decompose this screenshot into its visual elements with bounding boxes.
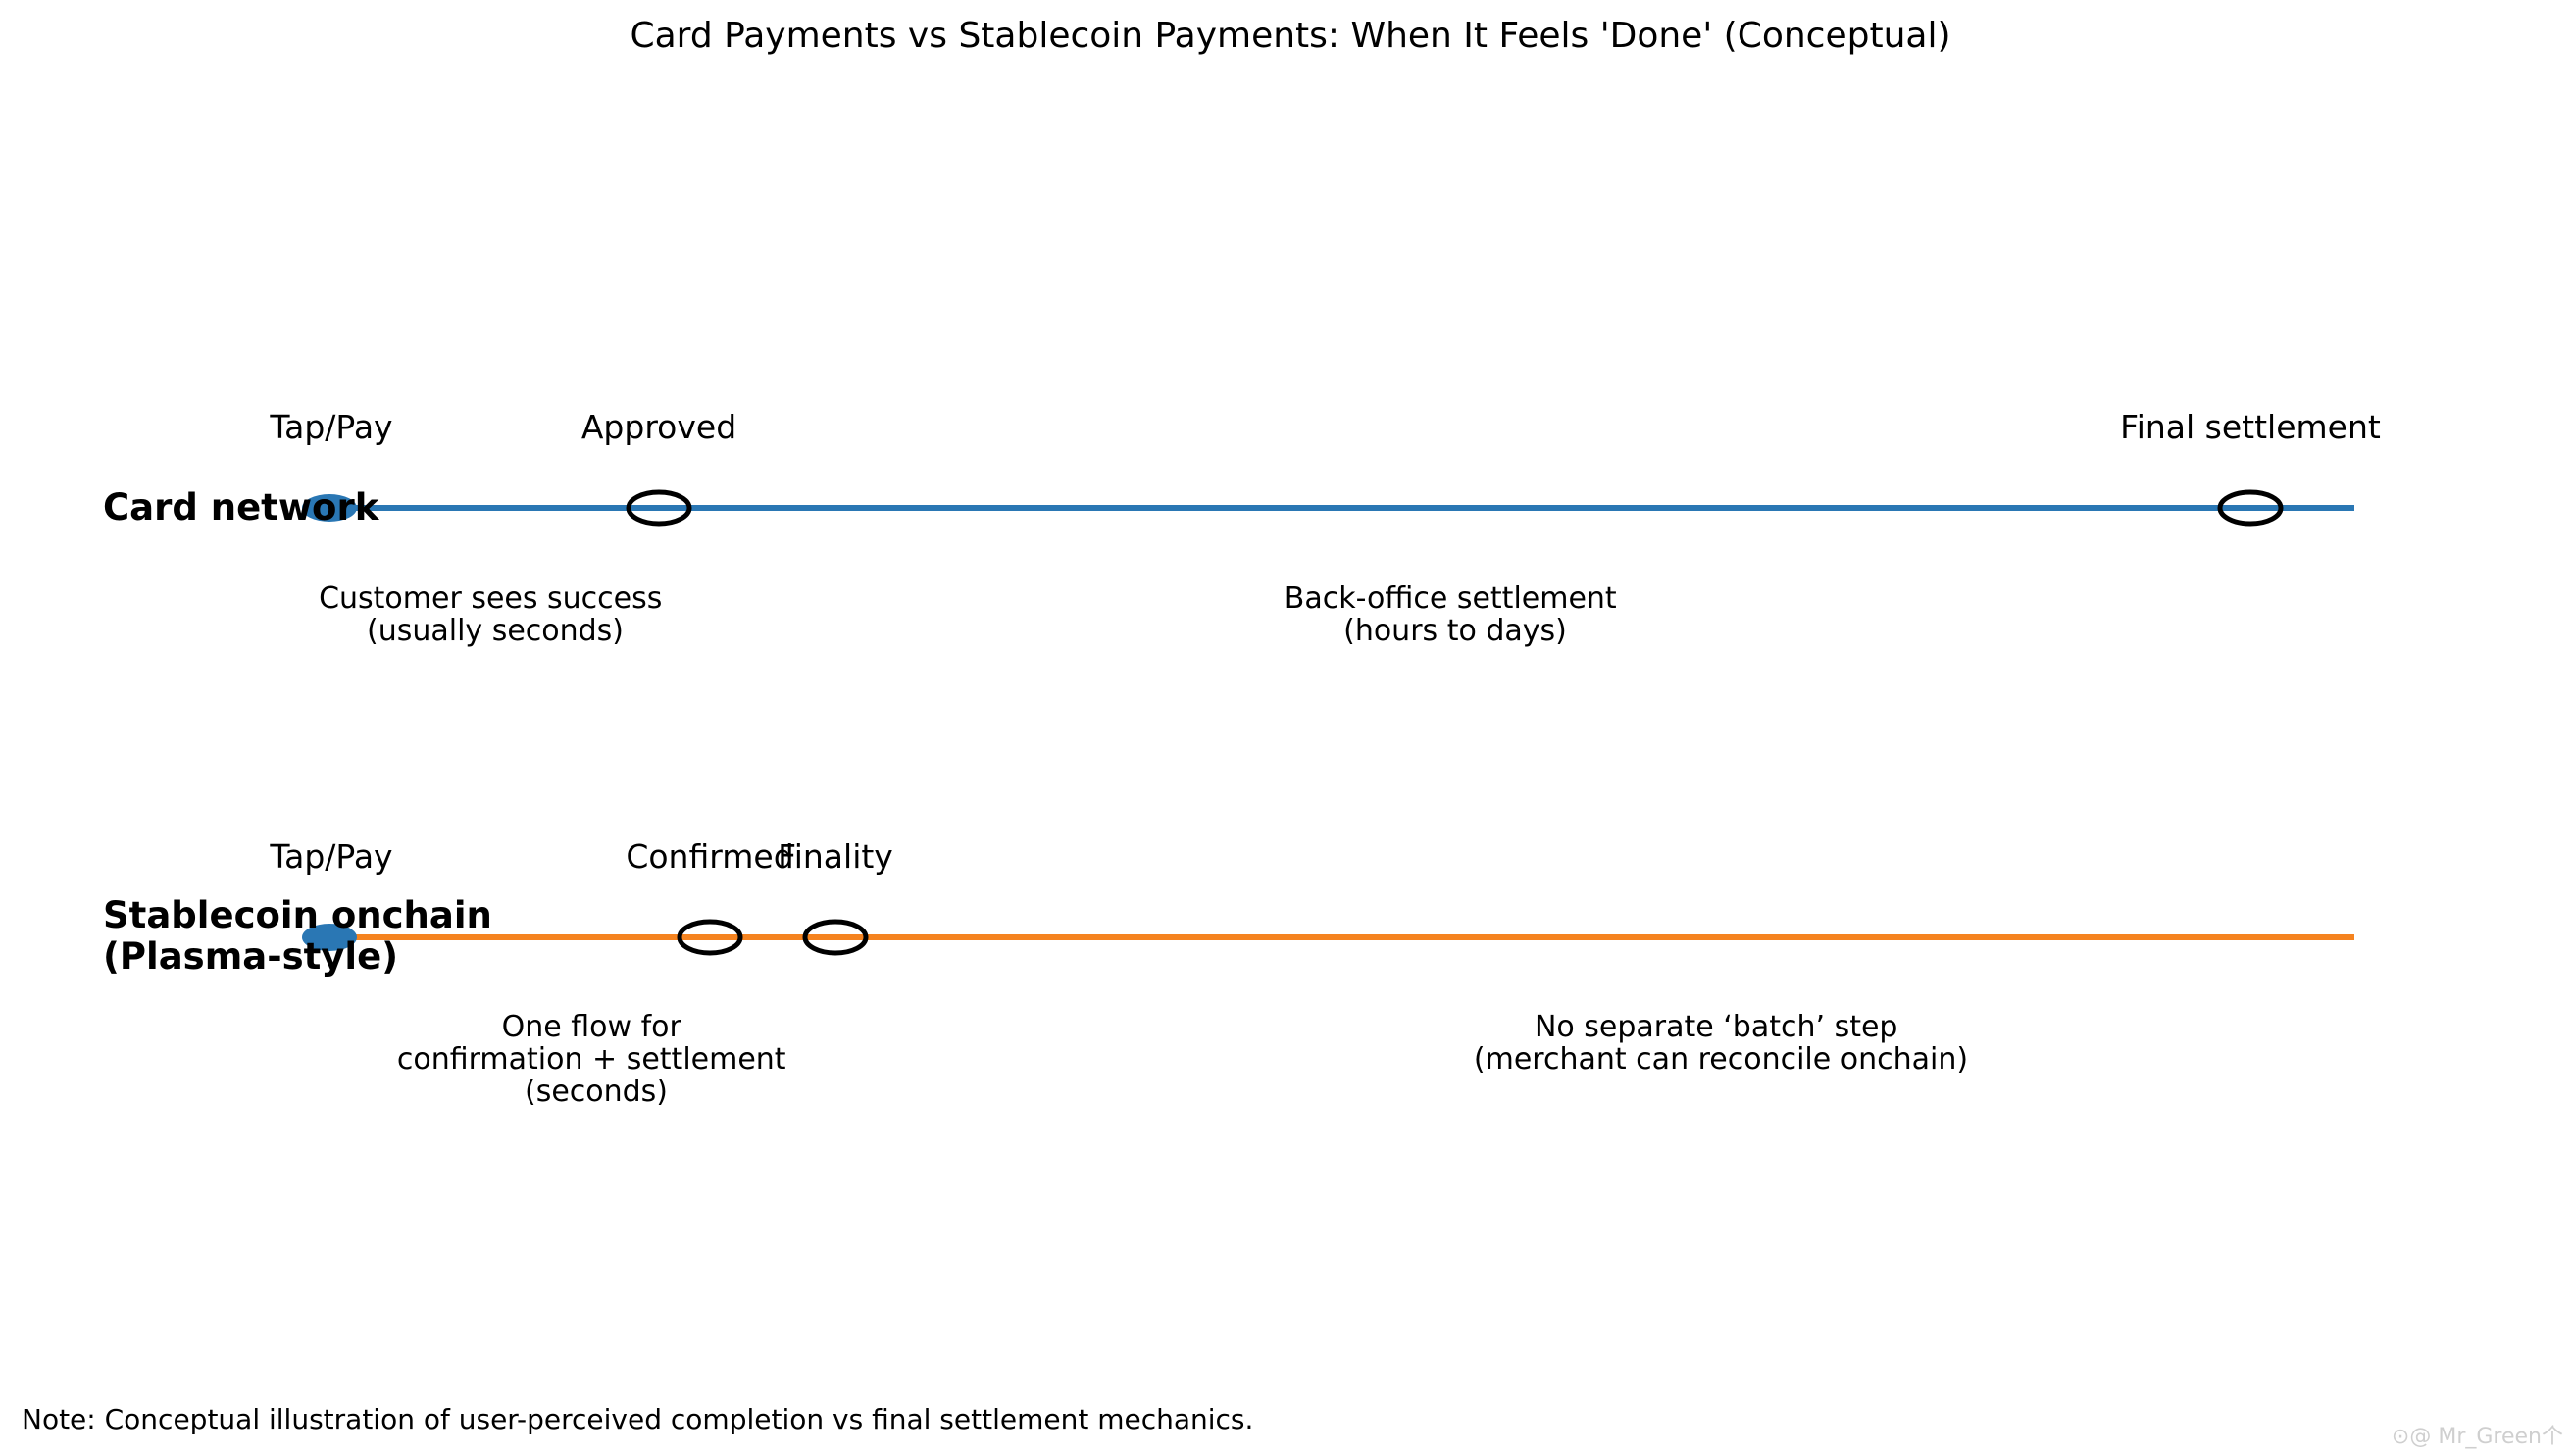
stablecoin-lane-label-line-2: (Plasma-style) (103, 935, 398, 978)
stablecoin-note-no-batch: No separate ‘batch’ step (merchant can r… (1474, 1010, 1968, 1077)
card-note-2-line-2: (hours to days) (1343, 614, 1567, 648)
stablecoin-note-one-flow: One flow for confirmation + settlement (… (397, 1010, 795, 1109)
card-milestone-tap-pay: Tap/Pay (269, 408, 392, 446)
stablecoin-note-1-line-2: confirmation + settlement (397, 1042, 786, 1077)
card-lane: Card network Tap/Pay Approved Final sett… (103, 408, 2381, 648)
stablecoin-note-1-line-3: (seconds) (525, 1075, 668, 1109)
card-note-1-line-2: (usually seconds) (367, 614, 624, 648)
stablecoin-note-2-line-1: No separate ‘batch’ step (1535, 1010, 1898, 1044)
card-note-back-office: Back-office settlement (hours to days) (1285, 581, 1626, 648)
card-final-settlement-marker (2217, 489, 2284, 527)
stablecoin-lane-label: Stablecoin onchain (Plasma-style) (103, 894, 505, 978)
watermark: ⊙@ Mr_Green个 (2391, 1425, 2563, 1449)
card-start-dot (302, 494, 357, 522)
stablecoin-lane-label-line-1: Stablecoin onchain (103, 894, 492, 936)
card-milestone-final-settlement: Final settlement (2120, 408, 2381, 446)
stablecoin-confirmed-marker (677, 919, 743, 956)
stablecoin-note-1-line-1: One flow for (502, 1010, 682, 1044)
stablecoin-milestone-tap-pay: Tap/Pay (269, 837, 392, 876)
card-lane-label: Card network (103, 486, 380, 528)
card-note-2-line-1: Back-office settlement (1285, 581, 1617, 616)
card-milestone-approved: Approved (581, 408, 736, 446)
footnote: Note: Conceptual illustration of user-pe… (22, 1403, 1253, 1435)
card-approved-marker (626, 489, 692, 527)
card-note-customer-success: Customer sees success (usually seconds) (319, 581, 672, 648)
stablecoin-milestone-finality: Finality (778, 837, 893, 876)
stablecoin-milestone-confirmed: Confirmed (626, 837, 793, 876)
stablecoin-start-dot (302, 924, 357, 951)
stablecoin-finality-marker (802, 919, 869, 956)
card-note-1-line-1: Customer sees success (319, 581, 662, 616)
stablecoin-note-2-line-2: (merchant can reconcile onchain) (1474, 1042, 1968, 1077)
stablecoin-lane: Stablecoin onchain (Plasma-style) Tap/Pa… (103, 837, 2354, 1109)
diagram-title: Card Payments vs Stablecoin Payments: Wh… (630, 16, 1950, 56)
